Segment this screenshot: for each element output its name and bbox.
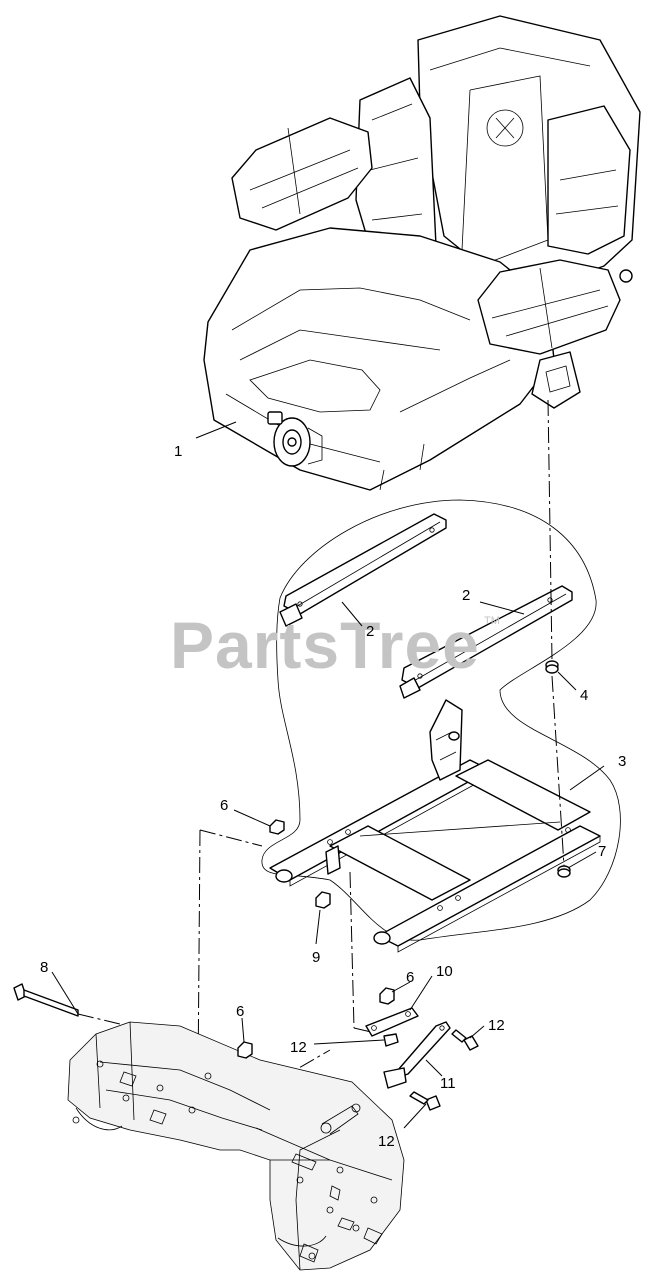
callout-6-chassis: 6	[236, 1003, 244, 1020]
callout-4: 4	[580, 687, 588, 704]
callout-12-lower: 12	[378, 1133, 395, 1150]
bolt-8[interactable]	[13, 983, 79, 1017]
assembly-outline	[261, 499, 621, 941]
callout-6-link: 6	[406, 969, 414, 986]
seat-slide-rail-left[interactable]	[279, 513, 447, 627]
callout-2-right: 2	[462, 587, 470, 604]
nut-6-link[interactable]	[379, 987, 395, 1005]
bolt-12-upper[interactable]	[383, 1033, 399, 1047]
washer-4[interactable]	[545, 660, 559, 674]
callout-2-left: 2	[366, 623, 374, 640]
callout-12-upper: 12	[290, 1039, 307, 1056]
callout-11: 11	[440, 1075, 456, 1092]
watermark-text: PartsTree	[170, 608, 480, 682]
callout-12-right: 12	[488, 1017, 505, 1034]
watermark-tm: TM	[484, 615, 500, 627]
bolt-12-lower[interactable]	[409, 1091, 441, 1111]
nut-6-upper[interactable]	[269, 819, 285, 835]
leader-lines	[51, 421, 605, 1129]
chassis-bracket	[67, 1021, 405, 1271]
seat-mounting-frame[interactable]	[269, 699, 601, 953]
callout-7: 7	[598, 843, 606, 860]
nut-6-chassis[interactable]	[237, 1041, 253, 1059]
bolt-12-right[interactable]	[451, 1029, 479, 1051]
callout-labels: 1 2 2 3 4 6 7 9 8 6 6 10 12 12 11 12	[40, 443, 626, 1150]
watermark: PartsTree TM	[170, 608, 500, 682]
nut-9[interactable]	[315, 891, 331, 909]
callout-10: 10	[436, 963, 453, 980]
seat-assembly[interactable]	[203, 15, 641, 491]
seat-slide-rail-right[interactable]	[399, 585, 573, 699]
callout-3: 3	[618, 753, 626, 770]
link-plate-10[interactable]	[365, 1007, 419, 1037]
callout-6-upper: 6	[220, 797, 228, 814]
callout-1: 1	[174, 443, 182, 460]
callout-9: 9	[312, 949, 320, 966]
alignment-lines	[77, 399, 565, 1109]
callout-8: 8	[40, 959, 48, 976]
lever-arm-11[interactable]	[383, 1021, 451, 1089]
